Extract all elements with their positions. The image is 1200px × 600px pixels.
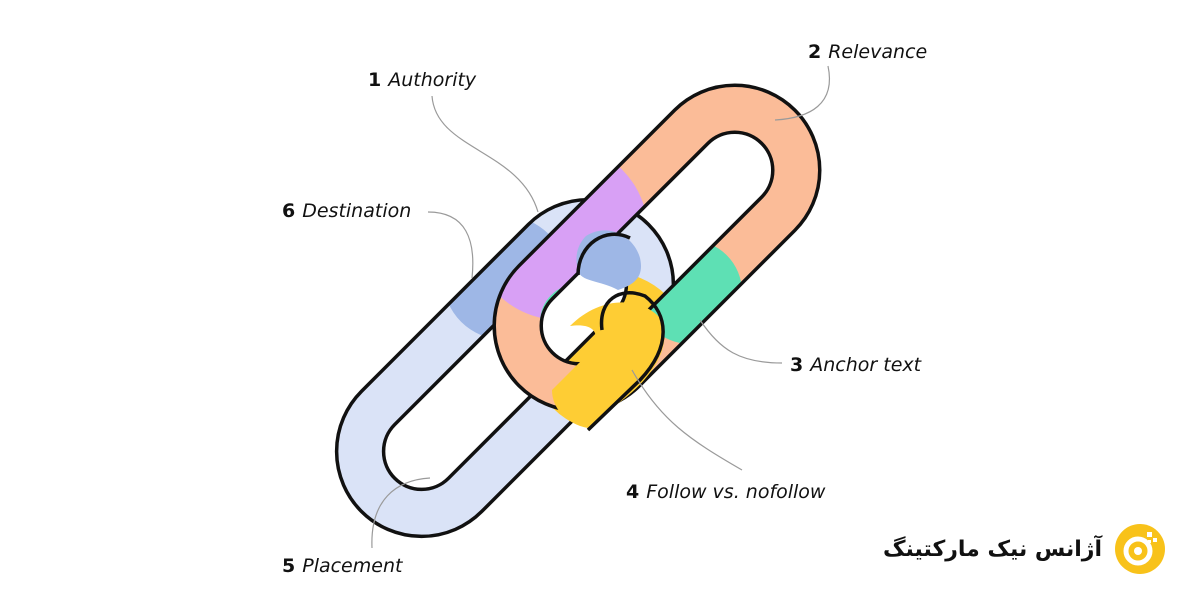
overlap-follow-patch xyxy=(552,302,665,428)
leader-lines xyxy=(371,65,830,549)
leader-anchor-text xyxy=(699,319,783,364)
overlap-outline xyxy=(576,232,665,432)
overlap-destination-patch xyxy=(576,230,642,290)
leader-placement xyxy=(371,477,431,549)
brand-block: آژانس نیک مارکتینگ xyxy=(883,522,1166,576)
nik-marketing-logo-icon xyxy=(1115,524,1165,574)
chain-link-overlap xyxy=(552,230,665,432)
leader-follow xyxy=(631,369,743,471)
leader-destination xyxy=(427,211,474,279)
brand-name: آژانس نیک مارکتینگ xyxy=(882,536,1102,562)
leader-authority xyxy=(431,95,539,213)
leader-relevance xyxy=(774,65,830,121)
